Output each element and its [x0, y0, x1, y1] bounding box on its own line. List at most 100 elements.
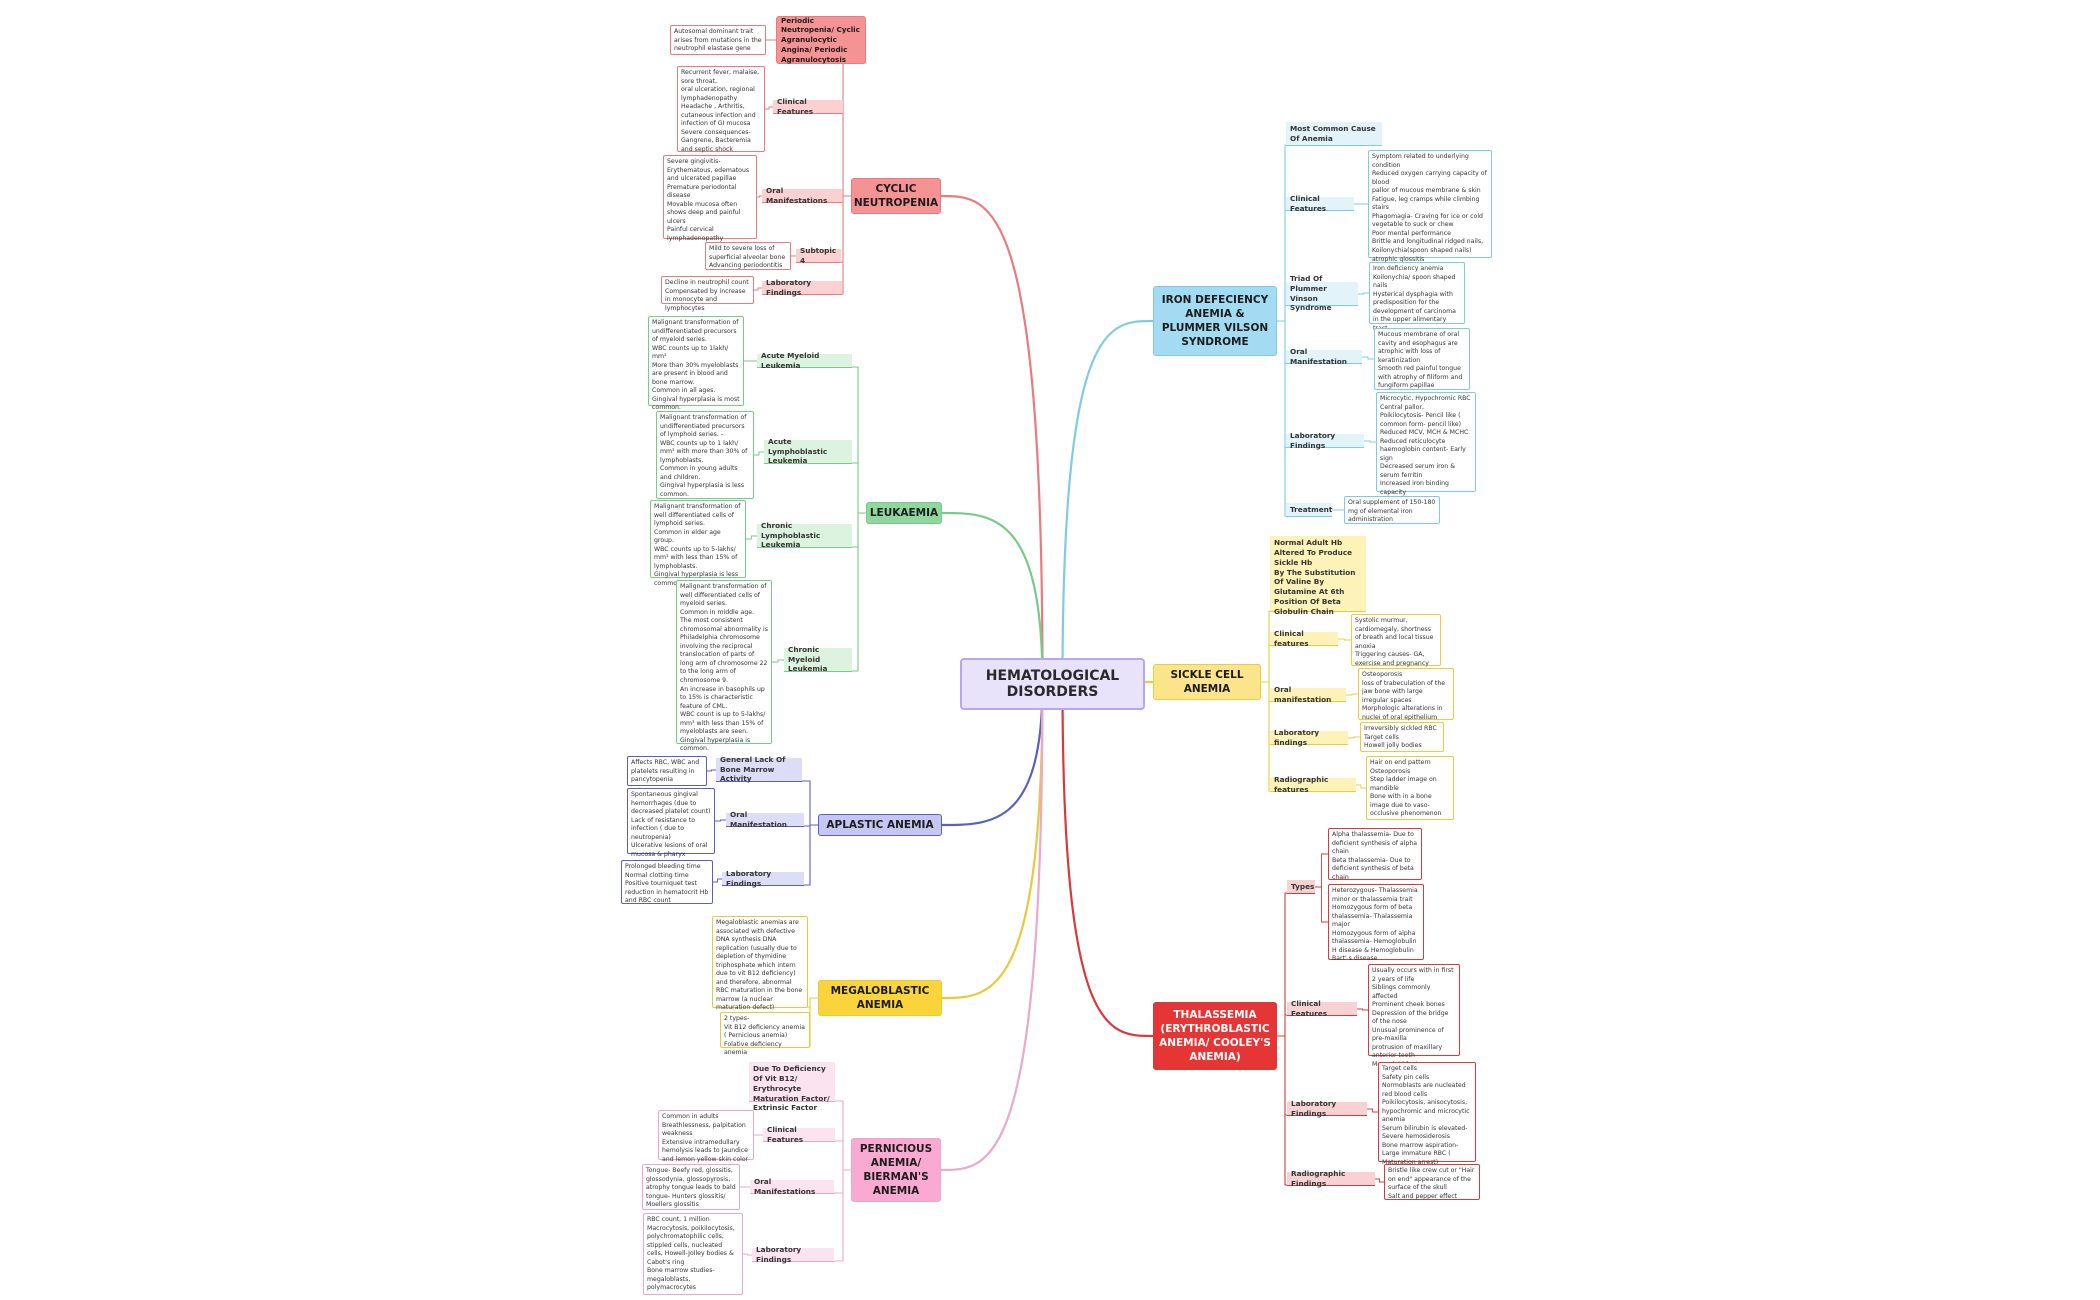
- pernicious-oral-manifestations[interactable]: Oral Manifestations: [750, 1177, 834, 1196]
- sickle-radiographic-features[interactable]: Radiographic features: [1270, 775, 1356, 794]
- iron-treatment-note: Oral supplement of 150-180 mg of element…: [1344, 496, 1440, 524]
- leuk-acute-myeloid[interactable]: Acute Myeloid Leukemia: [757, 351, 852, 370]
- topic-iron-deficiency-anemia[interactable]: IRON DEFECIENCY ANEMIA & PLUMMER VILSON …: [1153, 286, 1277, 356]
- neutro-alias-note: Autosomal dominant trait arises from mut…: [670, 25, 766, 55]
- thal-clinical-features-note: Usually occurs with in first 2 years of …: [1368, 964, 1460, 1068]
- neutro-alias[interactable]: Periodic Neutropenia/ Cyclic Agranulocyt…: [776, 16, 866, 64]
- topic-sickle-cell-anemia[interactable]: SICKLE CELL ANEMIA: [1153, 664, 1261, 700]
- connector-topic-pernicious-anemia: [939, 682, 1044, 1172]
- leaf-link-sickle-laboratory-findings-note: [1347, 736, 1361, 739]
- leaf-link-pernicious-laboratory-findings-note: [742, 1253, 753, 1256]
- thal-types[interactable]: Types: [1287, 880, 1315, 894]
- iron-most-common-cause[interactable]: Most Common Cause Of Anemia: [1286, 122, 1382, 146]
- central-topic[interactable]: HEMATOLOGICAL DISORDERS: [960, 658, 1145, 710]
- leaf-link-aplastic-laboratory-findings-note: [712, 878, 723, 883]
- megalo-types-note: 2 types- Vit B12 deficiency anemia ( Per…: [720, 1012, 810, 1056]
- neutro-oral-manifestations-note: Severe gingivitis- Erythematous, edemato…: [663, 155, 757, 242]
- leaf-link-sickle-clinical-features-note: [1337, 638, 1352, 641]
- topic-cyclic-neutropenia-label: CYCLIC NEUTROPENIA: [853, 182, 939, 209]
- topic-leukaemia-label: LEUKAEMIA: [869, 506, 939, 519]
- leaf-link-neutro-clinical-features-note: [764, 106, 774, 110]
- leaf-link-leuk-chronic-myeloid-note: [771, 659, 785, 663]
- leaf-link-aplastic-general-lack-note: [706, 769, 717, 772]
- thal-types-note-1: Alpha thalassemia- Due to deficient synt…: [1328, 828, 1422, 881]
- iron-clinical-features[interactable]: Clinical Features: [1286, 194, 1354, 213]
- leuk-chronic-lymphoblastic-note: Malignant transformation of well differe…: [650, 500, 746, 587]
- neutro-subtopic-4[interactable]: Subtopic 4: [796, 246, 841, 265]
- leaf-link-iron-oral-manifestation-note: [1361, 356, 1375, 360]
- topic-aplastic-anemia[interactable]: APLASTIC ANEMIA: [818, 814, 942, 836]
- iron-oral-manifestation[interactable]: Oral Manifestation: [1286, 347, 1362, 366]
- aplastic-laboratory-findings-note: Prolonged bleeding time Normal clotting …: [621, 860, 713, 904]
- aplastic-general-lack[interactable]: General Lack Of Bone Marrow Activity: [716, 755, 802, 783]
- pernicious-clinical-features-note: Common in adults Breathlessness, palpita…: [658, 1110, 754, 1163]
- iron-triad-plummer-vinson[interactable]: Triad Of Plummer Vinson Syndrome: [1286, 274, 1358, 312]
- leuk-chronic-lymphoblastic[interactable]: Chronic Lymphoblastic Leukemia: [757, 521, 852, 549]
- leuk-acute-myeloid-note: Malignant transformation of undifferenti…: [648, 316, 744, 411]
- pernicious-laboratory-findings-note: RBC count, 1 million Macrocytosis, poiki…: [643, 1213, 743, 1295]
- leaf-link-leuk-acute-lymphoblastic-note: [753, 451, 765, 456]
- topic-leukaemia[interactable]: LEUKAEMIA: [866, 502, 942, 524]
- aplastic-laboratory-findings[interactable]: Laboratory Findings: [722, 869, 804, 888]
- leaf-link-neutro-laboratory-findings-note: [753, 287, 763, 291]
- iron-treatment[interactable]: Treatment: [1286, 503, 1332, 517]
- pernicious-oral-manifestations-note: Tongue- Beefy red, glossitis, glossodyni…: [642, 1164, 740, 1210]
- topic-cyclic-neutropenia[interactable]: CYCLIC NEUTROPENIA: [851, 178, 941, 214]
- leaf-link-thal-types-note-2: [1314, 886, 1329, 923]
- topic-megaloblastic-anemia[interactable]: MEGALOBLASTIC ANEMIA: [818, 980, 942, 1016]
- leaf-link-thal-clinical-features-note: [1356, 1008, 1369, 1011]
- neutro-oral-manifestations[interactable]: Oral Manifestations: [762, 186, 842, 205]
- thal-radiographic-findings[interactable]: Radiographic Findings: [1287, 1169, 1375, 1188]
- neutro-laboratory-findings[interactable]: Laboratory Findings: [762, 278, 842, 297]
- leaf-link-thal-laboratory-findings-note: [1366, 1108, 1379, 1113]
- leaf-link-iron-laboratory-findings-note: [1363, 440, 1377, 443]
- pernicious-clinical-features[interactable]: Clinical Features: [763, 1125, 835, 1144]
- thal-types-note-2: Heterozygous- Thalassemia minor or thala…: [1328, 884, 1424, 962]
- thal-clinical-features[interactable]: Clinical Features: [1287, 999, 1357, 1018]
- neutro-clinical-features[interactable]: Clinical Features: [773, 97, 843, 116]
- leuk-acute-lymphoblastic[interactable]: Acute Lymphoblastic Leukemia: [764, 437, 852, 465]
- leaf-link-iron-triad-plummer-vinson-note: [1357, 292, 1370, 295]
- iron-oral-manifestation-note: Mucous membrane of oral cavity and esoph…: [1374, 328, 1470, 390]
- aplastic-oral-manifestation[interactable]: Oral Manifestation: [726, 810, 804, 829]
- sickle-oral-manifestation[interactable]: Oral manifestation: [1270, 685, 1346, 704]
- leuk-acute-lymphoblastic-note: Malignant transformation of undifferenti…: [656, 411, 754, 499]
- iron-laboratory-findings[interactable]: Laboratory Findings: [1286, 431, 1364, 450]
- sickle-laboratory-findings-note: Irreversibly sickled RBC Target cells Ho…: [1360, 722, 1444, 752]
- neutro-clinical-features-note: Recurrent fever, malaise, sore throat, o…: [677, 66, 765, 153]
- aplastic-general-lack-note: Affects RBC, WBC and platelets resulting…: [627, 756, 707, 786]
- connector-topic-cyclic-neutropenia: [939, 194, 1044, 686]
- iron-clinical-features-note: Symptom related to underlying condition …: [1368, 150, 1492, 263]
- aplastic-oral-manifestation-note: Spontaneous gingival hemorrhages (due to…: [627, 788, 715, 858]
- pernicious-cause[interactable]: Due To Deficiency Of Vit B12/ Erythrocyt…: [749, 1062, 835, 1112]
- iron-laboratory-findings-note: Microcytic, Hypochromic RBC Central pall…: [1376, 392, 1476, 496]
- topic-thalassemia-label: THALASSEMIA (ERYTHROBLASTIC ANEMIA/ COOL…: [1159, 1008, 1271, 1064]
- topic-pernicious-anemia-label: PERNICIOUS ANEMIA/ BIERMAN'S ANEMIA: [859, 1142, 933, 1198]
- thal-laboratory-findings[interactable]: Laboratory Findings: [1287, 1099, 1367, 1118]
- neutro-laboratory-findings-note: Decline in neutrophil count Compensated …: [661, 276, 754, 312]
- leaf-link-leuk-chronic-lymphoblastic-note: [745, 535, 758, 540]
- central-topic-label: HEMATOLOGICAL DISORDERS: [985, 668, 1120, 700]
- megalo-definition-note: Megaloblastic anemias are associated wit…: [712, 916, 808, 1011]
- leuk-chronic-myeloid[interactable]: Chronic Myeloid Leukemia: [784, 645, 852, 673]
- leaf-link-sickle-radiographic-features-note: [1355, 784, 1367, 789]
- leaf-link-sickle-oral-manifestation-note: [1345, 693, 1359, 696]
- leuk-chronic-myeloid-note: Malignant transformation of well differe…: [676, 580, 772, 752]
- sickle-clinical-features[interactable]: Clinical features: [1270, 629, 1338, 648]
- neutro-subtopic-4-note: Mild to severe loss of superficial alveo…: [705, 242, 791, 270]
- thal-laboratory-findings-note: Target cells Safety pin cells Normoblast…: [1378, 1062, 1476, 1166]
- connector-topic-megaloblastic-anemia: [940, 682, 1044, 1000]
- sickle-definition[interactable]: Normal Adult Hb Altered To Produce Sickl…: [1270, 536, 1366, 616]
- leaf-link-thal-radiographic-findings-note: [1374, 1178, 1385, 1183]
- sickle-radiographic-features-note: Hair on end pattern Osteoporosis Step la…: [1366, 756, 1454, 820]
- sickle-clinical-features-note: Systolic murmur, cardiomegaly, shortness…: [1351, 614, 1441, 667]
- topic-thalassemia[interactable]: THALASSEMIA (ERYTHROBLASTIC ANEMIA/ COOL…: [1153, 1002, 1277, 1070]
- connector-topic-iron-deficiency-anemia: [1061, 319, 1155, 686]
- thal-radiographic-findings-note: Bristle like crew cut or "Hair on end" a…: [1384, 1164, 1480, 1200]
- pernicious-laboratory-findings[interactable]: Laboratory Findings: [752, 1245, 834, 1264]
- sickle-oral-manifestation-note: Osteoporosis loss of trabeculation of th…: [1358, 668, 1454, 721]
- sickle-laboratory-findings[interactable]: Laboratory findings: [1270, 728, 1348, 747]
- topic-pernicious-anemia[interactable]: PERNICIOUS ANEMIA/ BIERMAN'S ANEMIA: [851, 1138, 941, 1202]
